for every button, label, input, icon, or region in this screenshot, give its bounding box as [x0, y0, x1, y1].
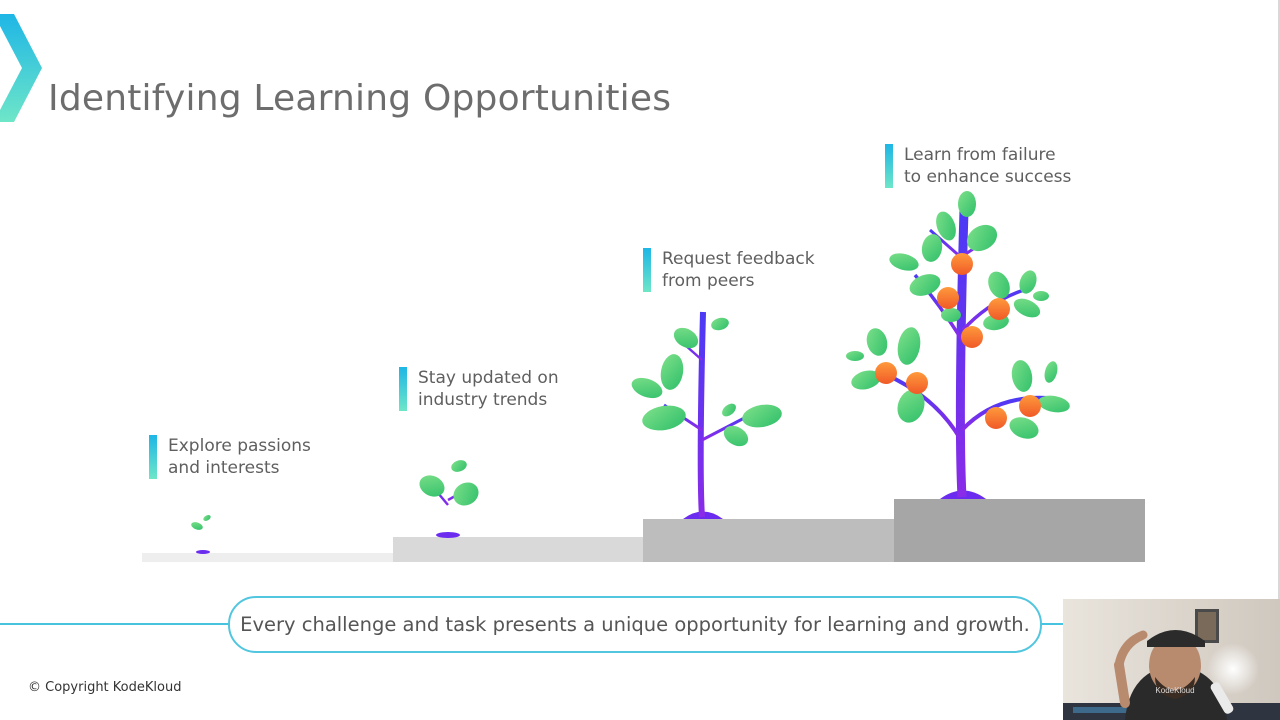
- step-3: [643, 519, 894, 562]
- caption-line: Explore passions: [168, 436, 311, 456]
- leaf-cluster: [846, 191, 1070, 439]
- caption-text: Learn from failure to enhance success: [904, 144, 1071, 188]
- fruit-tree-icon: [846, 191, 1070, 499]
- accent-bar: [399, 367, 407, 411]
- accent-bar: [149, 435, 157, 479]
- takeaway-banner: Every challenge and task presents a uniq…: [228, 596, 1042, 653]
- caption-line: to enhance success: [904, 167, 1072, 187]
- caption-line: Learn from failure: [904, 145, 1056, 165]
- copyright-footer: © Copyright KodeKloud: [28, 680, 182, 695]
- step-caption-1: Explore passions and interests: [149, 435, 311, 479]
- seedling-icon: [419, 460, 479, 538]
- caption-text: Stay updated on industry trends: [418, 367, 559, 411]
- caption-line: industry trends: [418, 390, 548, 410]
- caption-line: and interests: [168, 458, 280, 478]
- page-title: Identifying Learning Opportunities: [48, 78, 672, 120]
- step-caption-2: Stay updated on industry trends: [399, 367, 559, 411]
- shirt-logo-text: KodeKloud: [1155, 686, 1194, 695]
- step-1: [142, 553, 393, 562]
- presenter-webcam: KodeKloud: [1063, 599, 1280, 720]
- fruit-group: [875, 253, 1041, 429]
- caption-text: Request feedback from peers: [662, 248, 815, 292]
- growth-steps-illustration: [142, 191, 1145, 562]
- step-2: [393, 537, 643, 562]
- caption-line: Stay updated on: [418, 368, 559, 388]
- caption-line: Request feedback: [662, 249, 815, 269]
- step-caption-4: Learn from failure to enhance success: [885, 144, 1071, 188]
- accent-bar: [643, 248, 651, 292]
- caption-line: from peers: [662, 271, 755, 291]
- divider: [1278, 0, 1280, 600]
- accent-bar: [885, 144, 893, 188]
- sprout-icon: [191, 515, 211, 554]
- caption-text: Explore passions and interests: [168, 435, 311, 479]
- young-tree-icon: [631, 311, 782, 519]
- chevron-logo-icon: [0, 14, 42, 122]
- step-4: [894, 499, 1145, 562]
- step-caption-3: Request feedback from peers: [643, 248, 815, 292]
